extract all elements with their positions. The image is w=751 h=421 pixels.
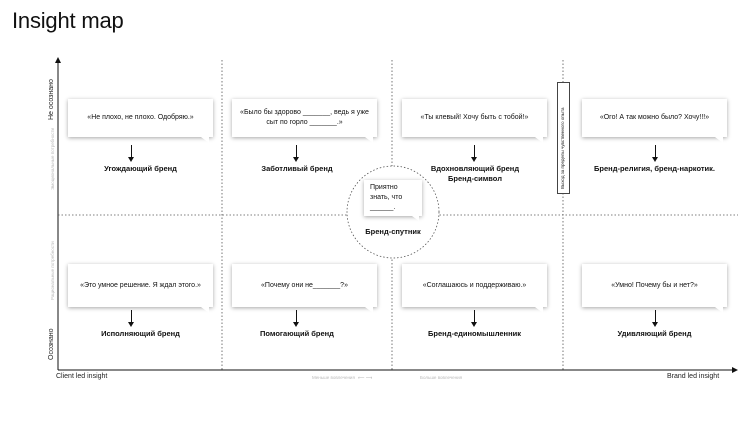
quote-bubble: «Умно! Почему бы и нет?»: [582, 264, 727, 313]
arrow-down-icon: [652, 145, 658, 162]
arrow-down-icon: [652, 310, 658, 327]
brand-label: Удивляющий бренд: [617, 329, 692, 338]
x-mid-left-label: Меньше вовлечения: [312, 375, 355, 380]
arrow-down-icon: [471, 145, 477, 162]
y-axis-bottom-label: Осознано: [48, 328, 55, 360]
brand-label: Бренд-единомышленник: [428, 329, 521, 338]
center-brand-label: Бренд-спутник: [365, 227, 421, 236]
arrow-down-icon: [293, 310, 299, 327]
center-quote-bubble: Приятно знать, что ______.: [364, 180, 422, 221]
quote-bubble: «Это умное решение. Я ждал этого.»: [68, 264, 213, 313]
brand-label: Исполняющий бренд: [101, 329, 180, 338]
x-axis-left-label: Client led insight: [56, 373, 108, 380]
arrow-down-icon: [128, 310, 134, 327]
quote-text: «Не плохо, не плохо. Одобряю.»: [87, 114, 194, 121]
brand-label: Угождающий бренд: [104, 164, 177, 173]
y-side-top-label: Эмоциональные потребности: [50, 127, 55, 190]
quote-bubble: «Почему они не_______?»: [232, 264, 377, 313]
page-title: Insight map: [12, 8, 124, 33]
quote-bubble: «Не плохо, не плохо. Одобряю.»: [68, 99, 213, 143]
x-mid-right-label: Больше вовлечения: [420, 375, 463, 380]
quote-text: «Ты клевый! Хочу быть с тобой!»: [420, 114, 529, 121]
arrow-down-icon: [293, 145, 299, 162]
quote-bubble: «Ты клевый! Хочу быть с тобой!»: [402, 99, 547, 143]
quote-text: «Было бы здорово _______, ведь я уже сыт…: [240, 109, 369, 126]
quote-bubble: «Ого! А так можно было? Хочу!!!»: [582, 99, 727, 143]
quote-bubble: «Было бы здорово _______, ведь я уже сыт…: [232, 99, 377, 143]
divider-note-text: Выход за пределы чувственного опыта: [560, 107, 565, 189]
quote-text: «Умно! Почему бы и нет?»: [611, 281, 698, 289]
quote-text: «Ого! А так можно было? Хочу!!!»: [599, 114, 710, 121]
y-side-bottom-label: Рациональные потребности: [50, 241, 55, 300]
quote-bubble: «Соглашаюсь и поддерживаю.»: [402, 264, 547, 313]
brand-label: Заботливый бренд: [261, 164, 333, 173]
arrow-down-icon: [471, 310, 477, 327]
x-axis-right-label: Brand led insight: [667, 373, 720, 380]
quote-text: «Это умное решение. Я ждал этого.»: [80, 281, 201, 289]
center-quote-text: Приятно знать, что ______.: [370, 184, 403, 211]
arrow-down-icon: [128, 145, 134, 162]
divider-note-box: Выход за пределы чувственного опыта: [557, 82, 570, 194]
x-mid-arrow: ⟵ ⟶: [358, 375, 373, 380]
brand-label: Вдохновляющий бренд Бренд-символ: [430, 164, 520, 183]
quote-text: «Почему они не_______?»: [261, 281, 348, 289]
brand-label: Помогающий бренд: [260, 329, 334, 338]
brand-label: Бренд-религия, бренд-наркотик.: [594, 164, 715, 173]
y-axis-top-label: Не осознано: [48, 79, 55, 120]
quote-text: «Соглашаюсь и поддерживаю.»: [422, 281, 527, 289]
